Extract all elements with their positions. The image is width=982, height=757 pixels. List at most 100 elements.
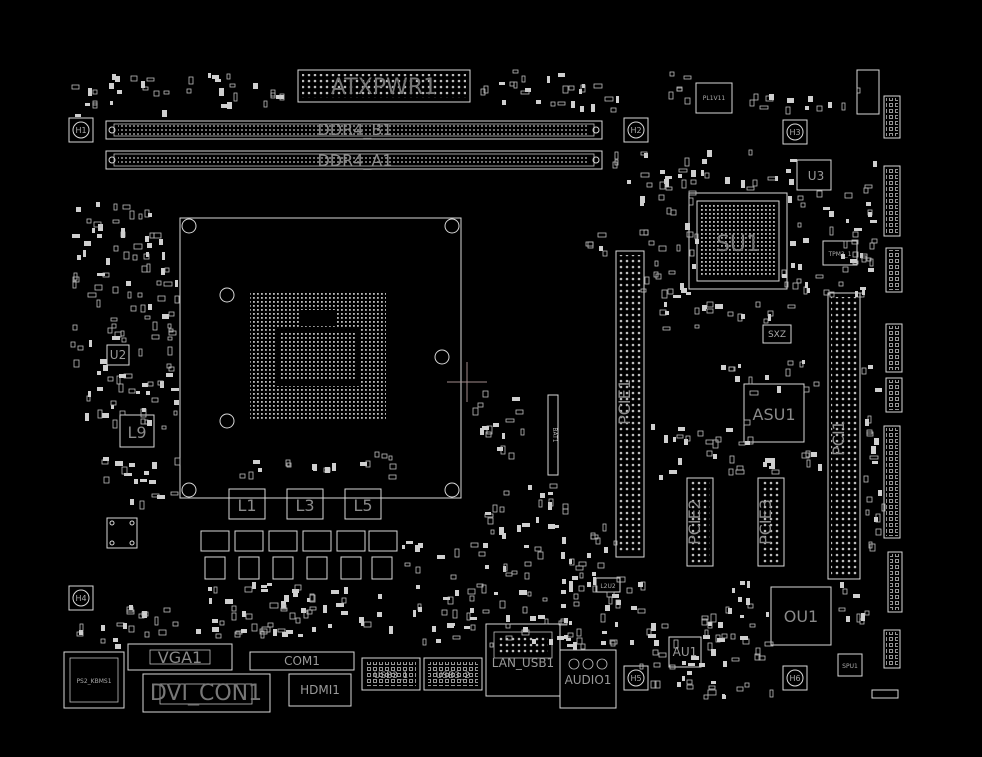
smd-pad — [500, 445, 506, 455]
com-port[interactable]: COM1 — [249, 651, 355, 671]
smd-pad — [721, 365, 726, 370]
smd-pad — [313, 466, 317, 471]
smd-pad — [676, 87, 683, 92]
smd-pad — [142, 383, 148, 387]
svg-text:H6: H6 — [789, 674, 800, 683]
smd-pad — [842, 266, 849, 273]
smd-pad — [722, 695, 726, 699]
smd-pad — [571, 104, 575, 108]
smd-pad — [172, 621, 179, 627]
atx-power-connector[interactable]: ATXPWR1 — [297, 69, 471, 103]
smd-pad — [690, 179, 697, 185]
svg-text:PL1V11: PL1V11 — [703, 95, 726, 102]
pcie-slot-2[interactable]: PCIE2 — [685, 477, 714, 567]
smd-pad — [707, 689, 717, 696]
smd-pad — [787, 98, 794, 103]
smd-pad — [755, 301, 761, 308]
smd-pad — [97, 371, 101, 375]
smd-pad — [803, 286, 808, 295]
smd-pad — [768, 314, 771, 321]
smd-pad — [706, 308, 714, 314]
passive-components-field — [70, 69, 886, 700]
smd-pad — [175, 280, 178, 287]
ps2-keyboard-mouse-port[interactable]: PS2_KBMS1 — [63, 651, 125, 709]
cpu-socket[interactable] — [179, 217, 487, 499]
smd-pad — [522, 523, 530, 527]
smd-pad — [572, 576, 578, 580]
usb3-port-1[interactable]: USB3_1 — [361, 657, 421, 691]
smd-pad — [591, 104, 595, 112]
smd-pad — [388, 455, 393, 461]
smd-pad — [640, 200, 644, 206]
dvi-port[interactable]: DVI_CON1 — [142, 673, 271, 713]
smd-pad — [341, 611, 348, 615]
smd-pad — [727, 311, 734, 317]
smd-pad — [740, 581, 745, 585]
smd-pad — [705, 439, 714, 445]
smd-pad — [602, 250, 608, 257]
smd-pad — [765, 458, 771, 463]
smd-pad — [738, 441, 746, 446]
smd-pad — [481, 584, 487, 594]
smd-pad — [688, 190, 697, 196]
smd-pad — [557, 636, 564, 640]
pcie-slot-3[interactable]: PCIE3 — [756, 477, 785, 567]
smd-pad — [726, 428, 733, 432]
pcie-slot-1[interactable]: PCIE1 — [615, 250, 645, 558]
smd-pad — [587, 241, 594, 249]
smd-pad — [654, 260, 659, 267]
svg-text:SXZ: SXZ — [768, 330, 786, 340]
smd-pad — [881, 503, 886, 512]
smd-pad — [729, 455, 735, 464]
vga-port[interactable]: VGA1 — [127, 643, 233, 671]
smd-pad — [532, 639, 536, 644]
smd-pad — [284, 595, 289, 602]
smd-pad — [871, 238, 878, 244]
smd-pad — [678, 174, 682, 178]
smd-pad — [659, 475, 663, 480]
ddr4-b1-label: DDR4_B1 — [317, 120, 392, 140]
smd-pad — [144, 315, 151, 320]
smd-pad — [538, 499, 543, 508]
smd-pad — [209, 598, 212, 604]
smd-pad — [219, 88, 224, 96]
smd-pad — [292, 589, 299, 593]
svg-text:SU1: SU1 — [716, 232, 760, 257]
audio-jacks[interactable]: AUDIO1 — [559, 649, 617, 709]
svg-text:VGA1: VGA1 — [158, 648, 202, 667]
smd-pad — [694, 307, 700, 315]
smd-pad — [146, 391, 150, 395]
smd-pad — [96, 299, 101, 308]
usb3-port-2[interactable]: USB3_2 — [423, 657, 483, 691]
smd-pad — [72, 324, 78, 331]
ddr4-slot-b1[interactable]: DDR4_B1 — [105, 120, 603, 140]
smd-pad — [109, 83, 114, 89]
smd-pad — [592, 585, 598, 593]
smd-pad — [234, 631, 241, 638]
smd-pad — [730, 633, 736, 640]
chipset-su1[interactable]: SU1 — [688, 192, 788, 290]
smd-pad — [153, 232, 162, 239]
svg-text:H4: H4 — [75, 594, 86, 603]
smd-pad — [747, 436, 754, 445]
svg-text:U3: U3 — [808, 169, 824, 183]
smd-pad — [590, 534, 599, 540]
smd-pad — [854, 228, 862, 231]
smd-pad — [517, 525, 521, 532]
smd-pad — [688, 197, 694, 206]
smd-pad — [136, 391, 140, 394]
pci-slot-1[interactable]: PCI1 — [827, 292, 861, 580]
ddr4-slot-a1[interactable]: DDR4_A1 — [105, 150, 603, 171]
smd-pad — [157, 495, 165, 499]
smd-pad — [662, 326, 671, 331]
hdmi-port[interactable]: HDMI1 — [288, 673, 352, 707]
smd-pad — [807, 288, 810, 293]
smd-pad — [787, 360, 794, 366]
smd-pad — [744, 682, 750, 688]
smd-pad — [738, 364, 741, 368]
smd-pad — [713, 454, 717, 459]
smd-pad — [573, 593, 579, 600]
smd-pad — [732, 588, 735, 593]
smd-pad — [823, 289, 830, 296]
smd-pad — [562, 537, 566, 544]
